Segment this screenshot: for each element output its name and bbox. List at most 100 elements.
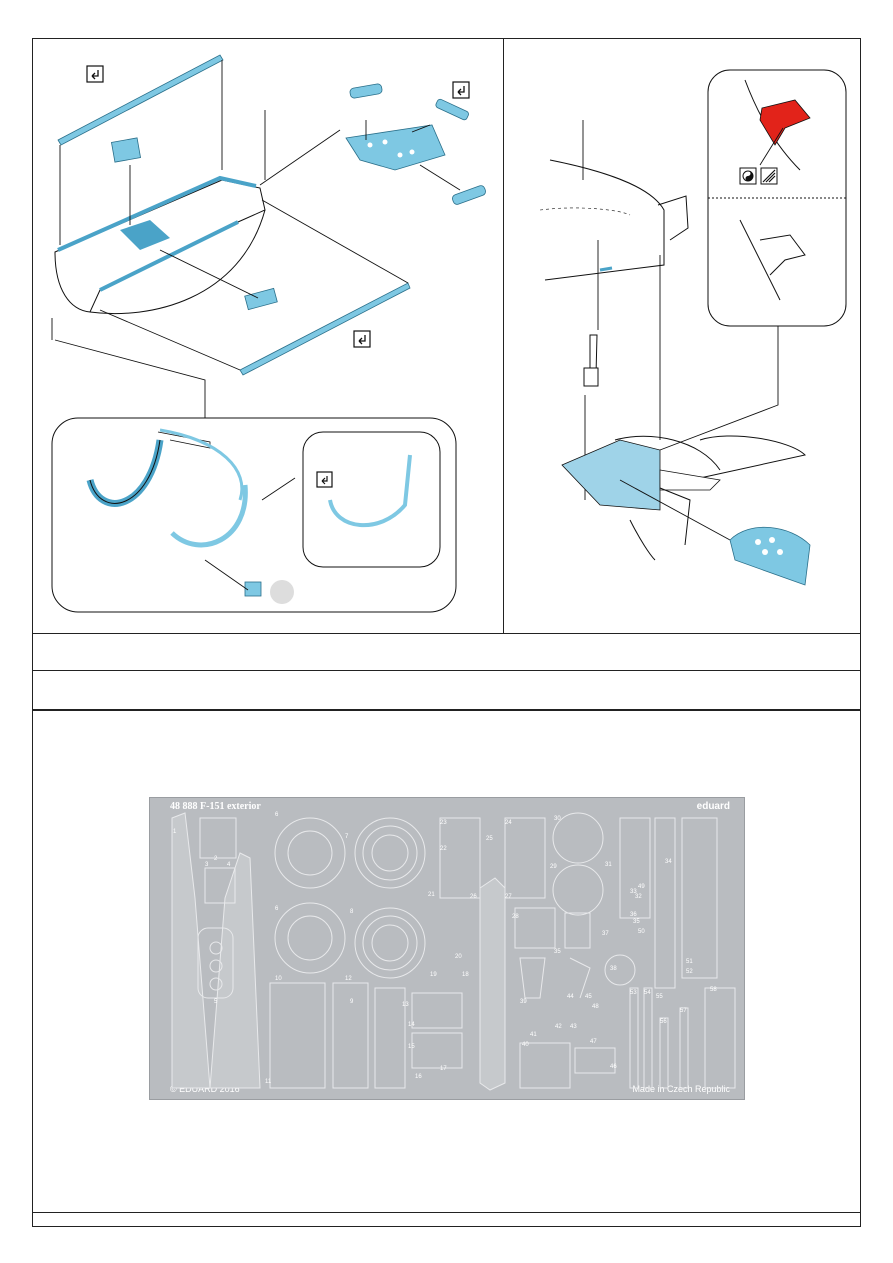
svg-text:7: 7: [345, 834, 349, 840]
svg-text:31: 31: [605, 862, 612, 868]
svg-text:44: 44: [567, 994, 574, 1000]
bend-icon: [86, 65, 104, 83]
instrument-panel-part: [345, 124, 446, 171]
svg-text:30: 30: [554, 816, 561, 822]
svg-text:36: 36: [630, 912, 637, 918]
svg-text:49: 49: [638, 884, 645, 890]
svg-text:8: 8: [350, 909, 354, 915]
fuselage-drawing: [54, 175, 266, 315]
svg-text:15: 15: [408, 1044, 415, 1050]
svg-text:5: 5: [214, 999, 218, 1005]
svg-text:14: 14: [408, 1022, 415, 1028]
right-instruction-drawing: [539, 69, 847, 586]
left-instruction-drawing: [51, 54, 486, 613]
svg-text:21: 21: [428, 892, 435, 898]
svg-text:12: 12: [345, 976, 352, 982]
svg-text:38: 38: [610, 966, 617, 972]
small-plate: [110, 137, 142, 163]
row-divider-4: [32, 1212, 861, 1213]
svg-text:52: 52: [686, 969, 693, 975]
svg-text:56: 56: [660, 1019, 667, 1025]
svg-text:47: 47: [590, 1039, 597, 1045]
fret-copyright: © EDUARD 2016: [170, 1084, 240, 1094]
svg-text:25: 25: [486, 836, 493, 842]
svg-text:23: 23: [440, 820, 447, 826]
page-frame: [32, 38, 861, 1227]
small-plate: [244, 287, 278, 311]
fret-origin: Made in Czech Republic: [632, 1084, 730, 1094]
windscreen-drawing: [539, 120, 689, 330]
svg-text:55: 55: [656, 994, 663, 1000]
svg-text:17: 17: [440, 1066, 447, 1072]
svg-text:48: 48: [592, 1004, 599, 1010]
svg-text:1: 1: [173, 829, 177, 835]
cockpit-assembly: [561, 255, 807, 561]
svg-text:6: 6: [275, 906, 279, 912]
svg-text:35: 35: [554, 949, 561, 955]
svg-text:24: 24: [505, 820, 512, 826]
fret-brand: eduard: [696, 801, 730, 812]
svg-text:33: 33: [630, 889, 637, 895]
bend-icon: [452, 81, 470, 99]
detail-inset-bubble: [302, 431, 441, 568]
svg-text:40: 40: [522, 1042, 529, 1048]
bend-icon: [316, 471, 333, 488]
svg-text:26: 26: [470, 894, 477, 900]
svg-text:29: 29: [550, 864, 557, 870]
svg-text:4: 4: [227, 862, 231, 868]
svg-text:45: 45: [585, 994, 592, 1000]
svg-text:46: 46: [610, 1064, 617, 1070]
svg-text:19: 19: [430, 972, 437, 978]
row-divider-1: [32, 633, 861, 634]
svg-text:41: 41: [530, 1032, 537, 1038]
highlight-area: [759, 99, 811, 146]
column-divider: [503, 38, 504, 633]
right-instruction-panel: [539, 69, 847, 586]
row-divider-2: [32, 670, 861, 671]
svg-text:27: 27: [505, 894, 512, 900]
leader-line: [659, 326, 779, 451]
rail-strip-top: [57, 54, 224, 146]
svg-text:34: 34: [665, 859, 672, 865]
svg-text:28: 28: [512, 914, 519, 920]
svg-text:13: 13: [402, 1002, 409, 1008]
svg-text:22: 22: [440, 846, 447, 852]
hatch-icon: [760, 167, 778, 185]
svg-text:51: 51: [686, 959, 693, 965]
svg-text:53: 53: [630, 990, 637, 996]
left-instruction-panel: [51, 54, 486, 613]
svg-text:9: 9: [350, 999, 354, 1005]
row-divider-3: [32, 709, 861, 711]
svg-text:43: 43: [570, 1024, 577, 1030]
small-plate: [435, 98, 469, 121]
svg-text:10: 10: [275, 976, 282, 982]
small-plate: [349, 83, 383, 99]
svg-text:54: 54: [644, 990, 651, 996]
svg-text:42: 42: [555, 1024, 562, 1030]
svg-text:6: 6: [275, 812, 279, 818]
rail-strip-bottom: [239, 282, 411, 376]
photo-etch-fret: 48 888 F-151 exterior eduard © EDUARD 20…: [149, 797, 745, 1100]
svg-text:18: 18: [462, 972, 469, 978]
svg-text:39: 39: [520, 999, 527, 1005]
svg-text:16: 16: [415, 1074, 422, 1080]
svg-text:50: 50: [638, 929, 645, 935]
bend-icon: [353, 330, 371, 348]
svg-text:3: 3: [205, 862, 209, 868]
svg-text:35: 35: [633, 919, 640, 925]
svg-text:11: 11: [265, 1079, 272, 1085]
detail-bubble-right: [707, 69, 847, 327]
svg-text:20: 20: [455, 954, 462, 960]
svg-text:37: 37: [602, 931, 609, 937]
svg-text:58: 58: [710, 987, 717, 993]
svg-text:32: 32: [635, 894, 642, 900]
leader-lines: [51, 60, 461, 418]
instrument-panel-part: [729, 526, 811, 586]
paint-icon: [739, 167, 757, 185]
small-plate: [452, 185, 486, 205]
svg-text:57: 57: [680, 1008, 687, 1014]
svg-text:2: 2: [214, 856, 218, 862]
fret-title: 48 888 F-151 exterior: [170, 801, 261, 812]
